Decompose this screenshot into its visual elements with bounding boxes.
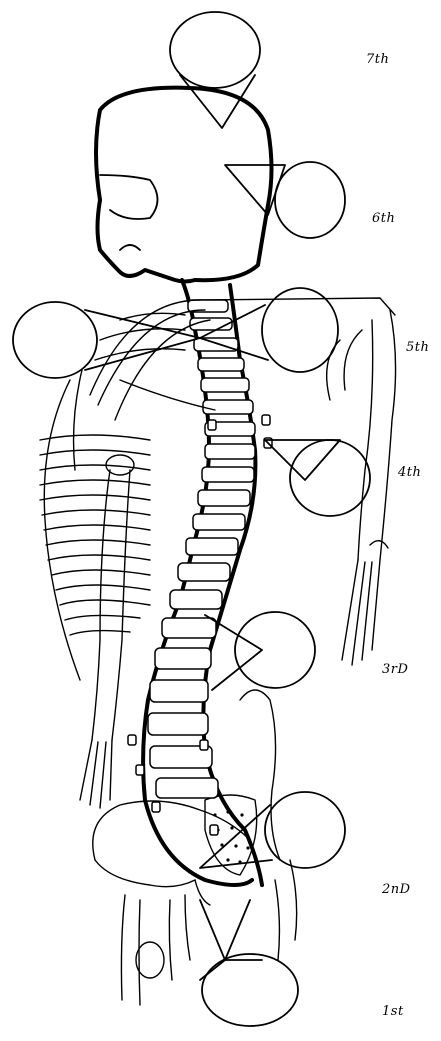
chakra-label-6th: 6th (372, 211, 395, 226)
chakra-label-7th: 7th (366, 52, 389, 67)
vertebrae (128, 300, 272, 835)
chakra-label-2nd: 2nD (382, 882, 411, 897)
chakra-label-3rd: 3rD (382, 662, 408, 677)
chakra-cone-7 (170, 12, 260, 128)
chakra-cone-3 (205, 612, 315, 690)
skull (96, 88, 272, 282)
pelvis (93, 690, 297, 1005)
chakra-label-5th: 5th (406, 340, 429, 355)
chakra-label-4th: 4th (398, 465, 421, 480)
chakra-label-1st: 1st (382, 1004, 404, 1019)
chakra-cone-4 (265, 440, 370, 516)
chakra-cone-6 (225, 162, 345, 238)
chakra-cone-1 (200, 900, 298, 1026)
